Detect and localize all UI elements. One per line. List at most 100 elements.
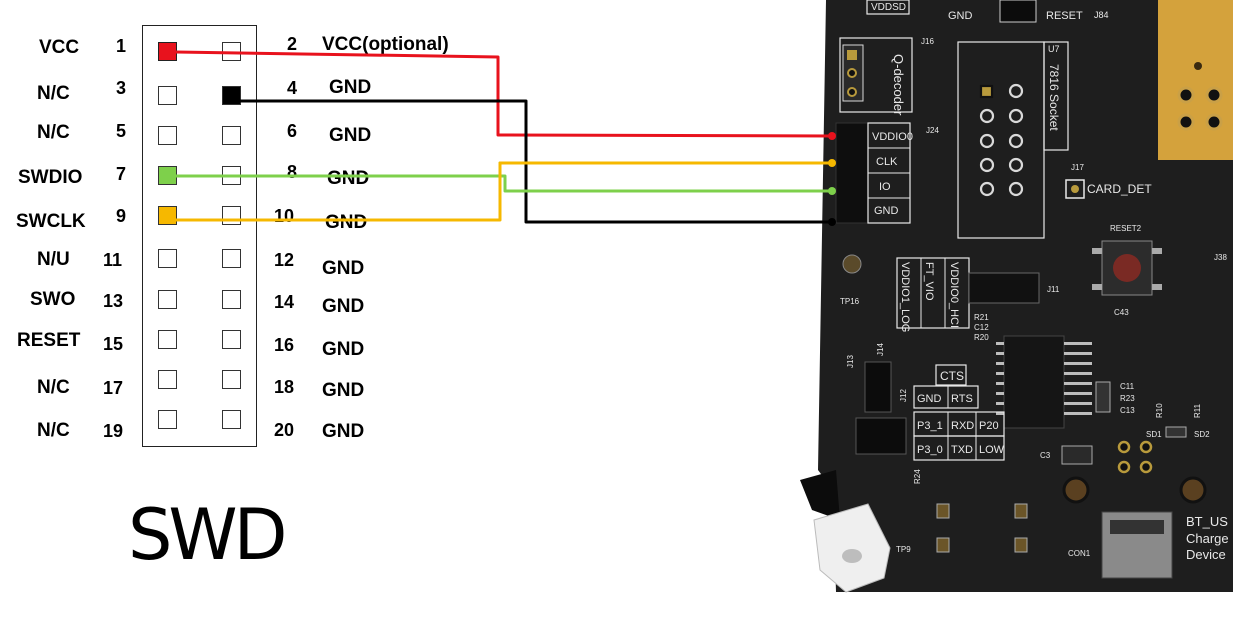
- qdecoder-pin: [847, 68, 857, 78]
- card-det-label: CARD_DET: [1087, 182, 1152, 196]
- qdecoder-outline: [839, 37, 913, 113]
- pin-12: [222, 249, 241, 268]
- pin-number-5: 5: [116, 121, 127, 141]
- pin-label-1: VCC: [39, 37, 80, 58]
- gnd-top-label: GND: [948, 10, 973, 22]
- p20-label: P20: [979, 420, 999, 432]
- vcc-wire-end: [828, 132, 836, 140]
- pin-number-15: 15: [103, 334, 124, 354]
- vddio0-hci-label: VDDIO0_HCI: [948, 262, 960, 328]
- vddsd-box: [866, 0, 910, 15]
- pin-number-18: 18: [274, 377, 295, 397]
- ic-pins: [996, 342, 1092, 415]
- rxd-label: RXD: [951, 420, 974, 432]
- j14-label: J14: [876, 343, 885, 356]
- p3-0-label: P3_0: [917, 444, 943, 456]
- r20-label: R20: [974, 333, 989, 342]
- gold-module-pcb: [1158, 0, 1233, 160]
- pin-number-14: 14: [274, 292, 295, 312]
- reset-button[interactable]: [1113, 254, 1141, 282]
- card-det-pin: [1071, 185, 1079, 193]
- c43-label: C43: [1114, 308, 1129, 317]
- j17-label: J17: [1071, 163, 1084, 172]
- r10-label: R10: [1155, 403, 1164, 418]
- pin-14: [222, 290, 241, 309]
- c3-label: C3: [1040, 451, 1051, 460]
- pin-label-12: GND: [322, 258, 365, 279]
- pin-number-2: 2: [287, 34, 298, 54]
- pin-label-3: N/C: [37, 83, 70, 104]
- cts-label: CTS: [940, 369, 964, 383]
- sd2-label: SD2: [1194, 430, 1210, 439]
- pin-number-13: 13: [103, 291, 124, 311]
- txd-label: TXD: [951, 444, 973, 456]
- tp9-label: TP9: [896, 545, 911, 554]
- sd1-label: SD1: [1146, 430, 1162, 439]
- swclk-wire: [176, 161, 832, 222]
- qdecoder-label: Q-decoder: [891, 54, 906, 116]
- j11-label: J11: [1047, 285, 1060, 294]
- pin-13: [158, 290, 177, 309]
- pin-label-11: N/U: [37, 249, 70, 270]
- pin-number-6: 6: [287, 121, 298, 141]
- c3-cap: [1061, 445, 1093, 465]
- j24-pin-vddio0: VDDIO0: [872, 131, 913, 143]
- pin-label-16: GND: [322, 339, 365, 360]
- pin-number-8: 8: [287, 162, 298, 182]
- uart-ic: [1003, 335, 1065, 429]
- pin-19: [158, 410, 177, 429]
- j12-header: [855, 417, 907, 455]
- gold-hole: [1205, 86, 1223, 104]
- j24-pin-gnd: GND: [874, 205, 899, 217]
- pin-label-19: N/C: [37, 420, 70, 441]
- pin-label-10: GND: [325, 212, 368, 233]
- pin-11: [158, 249, 177, 268]
- pin-18: [222, 370, 241, 389]
- mount-pad: [1179, 476, 1207, 504]
- pin-label-4: GND: [329, 77, 372, 98]
- pin-label-6: GND: [329, 125, 372, 146]
- r24-label: R24: [913, 469, 922, 484]
- c13-label: C13: [1120, 406, 1135, 415]
- tp16-label: TP16: [840, 297, 860, 306]
- j38-label: J38: [1214, 253, 1227, 262]
- j24-label: J24: [926, 126, 939, 135]
- pin-17: [158, 370, 177, 389]
- pin-number-7: 7: [116, 164, 127, 184]
- pin-4-gnd: [222, 86, 241, 105]
- pin-label-7: SWDIO: [18, 167, 83, 188]
- swdio-wire-a: [176, 161, 832, 178]
- pin-label-9: SWCLK: [16, 211, 86, 232]
- j24-pin-clk: CLK: [876, 156, 898, 168]
- j84-label: J84: [1094, 10, 1109, 20]
- r21-label: R21: [974, 313, 989, 322]
- pin-number-4: 4: [287, 78, 298, 98]
- pin-6: [222, 126, 241, 145]
- gold-hole: [1177, 86, 1195, 104]
- board-clip: [800, 470, 840, 520]
- qdecoder-pin: [847, 50, 857, 60]
- top-header: [999, 0, 1037, 23]
- pin-number-16: 16: [274, 335, 295, 355]
- pin-label-20: GND: [322, 421, 365, 442]
- pin-label-5: N/C: [37, 122, 70, 143]
- pin-label-13: SWO: [30, 289, 76, 310]
- u7-label-box: [1043, 41, 1069, 151]
- device-label: Device: [1186, 547, 1226, 562]
- gnd-wire-end: [828, 218, 836, 226]
- pin-number-9: 9: [116, 206, 127, 226]
- reset-top-label: RESET: [1046, 10, 1083, 22]
- vcc-wire: [175, 50, 833, 138]
- misc-vias: [1117, 440, 1153, 474]
- pin-number-17: 17: [103, 378, 124, 398]
- vddio1-log-label: VDDIO1_LOG: [899, 262, 911, 332]
- pin-number-19: 19: [103, 421, 124, 441]
- pin-label-2: VCC(optional): [322, 34, 449, 55]
- j13-label: J13: [846, 355, 855, 368]
- pin-number-20: 20: [274, 420, 295, 440]
- j11-header: [968, 272, 1040, 304]
- card-det-pad: [1065, 179, 1085, 199]
- ft-vio-label: FT_VIO: [923, 262, 935, 301]
- vddsd-label: VDDSD: [871, 2, 906, 13]
